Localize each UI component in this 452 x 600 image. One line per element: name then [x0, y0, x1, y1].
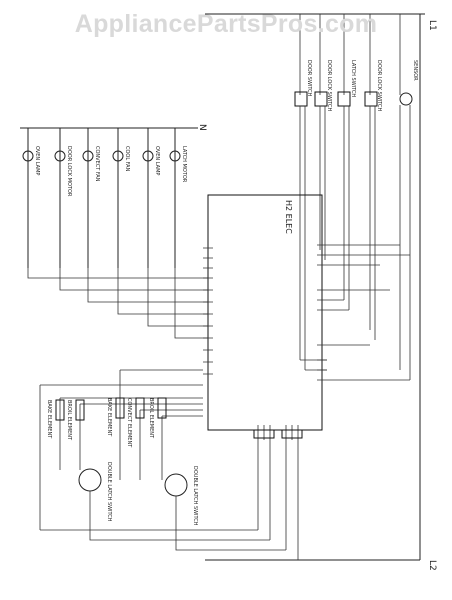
lamp-load-row: OVEN LAMP DOOR LOCK MOTOR CONVECT FAN CO…	[22, 128, 187, 268]
lamp-6-label: LATCH MOTOR	[181, 146, 187, 183]
top-switch-5-label: SENSOR	[412, 60, 418, 81]
board-left-connectors	[203, 247, 213, 375]
terminal-n: N	[197, 124, 207, 131]
latch-switch-1-symbol	[78, 468, 102, 492]
lower-return-wires	[40, 440, 299, 560]
element-wires	[39, 369, 203, 530]
control-board-label: H2 ELEC	[284, 200, 293, 234]
top-switch-cluster: DOOR SWITCH DOOR LOCK SWITCH LATCH SWITC…	[294, 14, 418, 380]
element-2-label: BROIL ELEMENT	[66, 400, 72, 441]
top-switch-2-label: DOOR LOCK SWITCH	[326, 60, 332, 112]
sensor-symbol	[399, 92, 413, 106]
top-switch-4-label: DOOR LOCK SWITCH	[376, 60, 382, 112]
terminal-n-label: N	[197, 124, 207, 131]
lamp-5-label: OVEN LAMP	[154, 146, 160, 175]
latch-switches: DOUBLE LATCH SWITCH DOUBLE LATCH SWITCH	[78, 462, 198, 526]
terminal-l2: L2	[427, 560, 437, 571]
watermark: AppliancePartsPros.com	[74, 10, 378, 38]
top-switch-3-label: LATCH SWITCH	[350, 60, 356, 97]
latch-switch-2-symbol	[164, 473, 188, 497]
top-switch-1-label: DOOR SWITCH	[306, 60, 312, 97]
board-right-bus-wires	[300, 244, 410, 381]
terminal-l1-label: L1	[427, 20, 437, 31]
lamp-5-bulb	[142, 150, 154, 162]
board-bottom-plug-1	[253, 429, 275, 439]
lamp-4-bulb	[112, 150, 124, 162]
top-switch-feed-wires	[299, 14, 401, 95]
board-bottom-plug-2	[281, 429, 303, 439]
lamp-3-bulb	[82, 150, 94, 162]
element-4-label: CONVECT ELEMENT	[126, 398, 132, 448]
lamp-4-label: COOL FAN	[124, 146, 130, 172]
lamp-1-label: OVEN LAMP	[34, 146, 40, 175]
latch-switch-2-label: DOUBLE LATCH SWITCH	[192, 466, 198, 526]
control-board: H2 ELEC	[203, 194, 327, 440]
lamp-3-label: CONVECT FAN	[94, 146, 100, 182]
element-1-coil	[55, 399, 65, 421]
board-bottom-connectors	[257, 425, 299, 440]
element-3-label: BAKE ELEMENT	[106, 398, 112, 437]
top-switch-4-box	[364, 91, 378, 107]
element-3-coil	[115, 397, 125, 419]
lamp-2-label: DOOR LOCK MOTOR	[66, 146, 72, 197]
top-switch-1-box	[294, 91, 308, 107]
lamp-2-bulb	[54, 150, 66, 162]
l1-bus-wire	[205, 13, 425, 561]
terminal-l1: L1	[427, 20, 437, 31]
terminal-l2-label: L2	[427, 560, 437, 571]
heating-elements: BAKE ELEMENT BROIL ELEMENT BAKE ELEMENT …	[39, 369, 203, 530]
element-4-coil	[135, 397, 145, 419]
top-switch-drop-wires	[299, 105, 411, 380]
lamp-6-bulb	[169, 150, 181, 162]
lamp-1-bulb	[22, 150, 34, 162]
latch-switch-1-label: DOUBLE LATCH SWITCH	[106, 462, 112, 522]
lamp-return-wires	[27, 268, 208, 339]
element-5-label: BROIL ELEMENT	[148, 398, 154, 439]
top-switch-2-box	[314, 91, 328, 107]
lamp-branch-wire	[27, 128, 176, 268]
element-5-coil	[157, 397, 167, 419]
element-1-label: BAKE ELEMENT	[46, 400, 52, 439]
element-2-coil	[75, 399, 85, 421]
